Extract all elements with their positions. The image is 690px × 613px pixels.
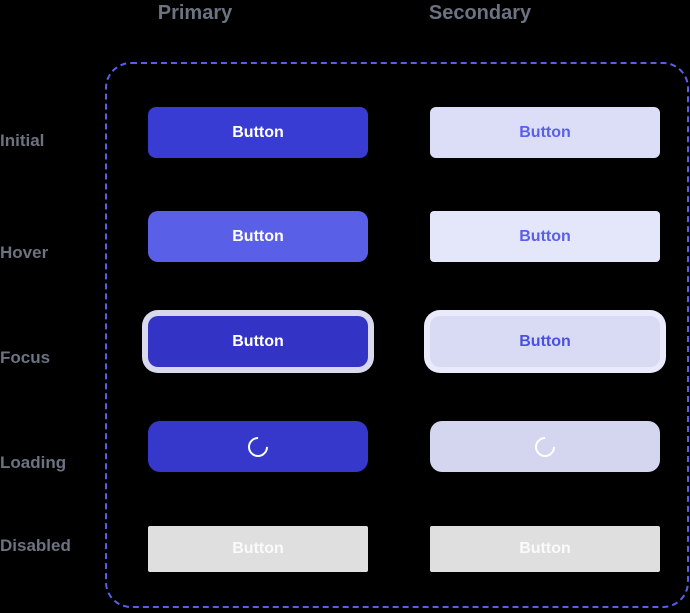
- primary-focus-button[interactable]: Button: [148, 316, 368, 367]
- primary-loading-button[interactable]: [148, 421, 368, 472]
- button-label: Button: [232, 332, 284, 350]
- spinner-icon: [530, 432, 560, 461]
- row-label-initial: Initial: [0, 131, 45, 150]
- button-states-panel: [105, 62, 689, 608]
- secondary-initial-button[interactable]: Button: [430, 107, 660, 158]
- button-label: Button: [519, 540, 571, 557]
- secondary-disabled-button: Button: [430, 526, 660, 572]
- button-label: Button: [232, 227, 284, 245]
- secondary-loading-button[interactable]: [430, 421, 660, 472]
- button-label: Button: [519, 332, 571, 350]
- row-label-disabled: Disabled: [0, 536, 71, 555]
- spinner-icon: [243, 432, 273, 461]
- column-header-secondary: Secondary: [428, 2, 532, 24]
- column-header-primary: Primary: [157, 2, 233, 24]
- button-label: Button: [232, 540, 284, 557]
- row-label-focus: Focus: [0, 348, 51, 367]
- secondary-hover-button[interactable]: Button: [430, 211, 660, 262]
- row-label-hover: Hover: [0, 243, 49, 262]
- button-label: Button: [232, 123, 284, 141]
- primary-disabled-button: Button: [148, 526, 368, 572]
- primary-hover-button[interactable]: Button: [148, 211, 368, 262]
- row-label-loading: Loading: [0, 453, 67, 472]
- primary-initial-button[interactable]: Button: [148, 107, 368, 158]
- button-label: Button: [519, 227, 571, 245]
- secondary-focus-button[interactable]: Button: [430, 316, 660, 367]
- button-label: Button: [519, 123, 571, 141]
